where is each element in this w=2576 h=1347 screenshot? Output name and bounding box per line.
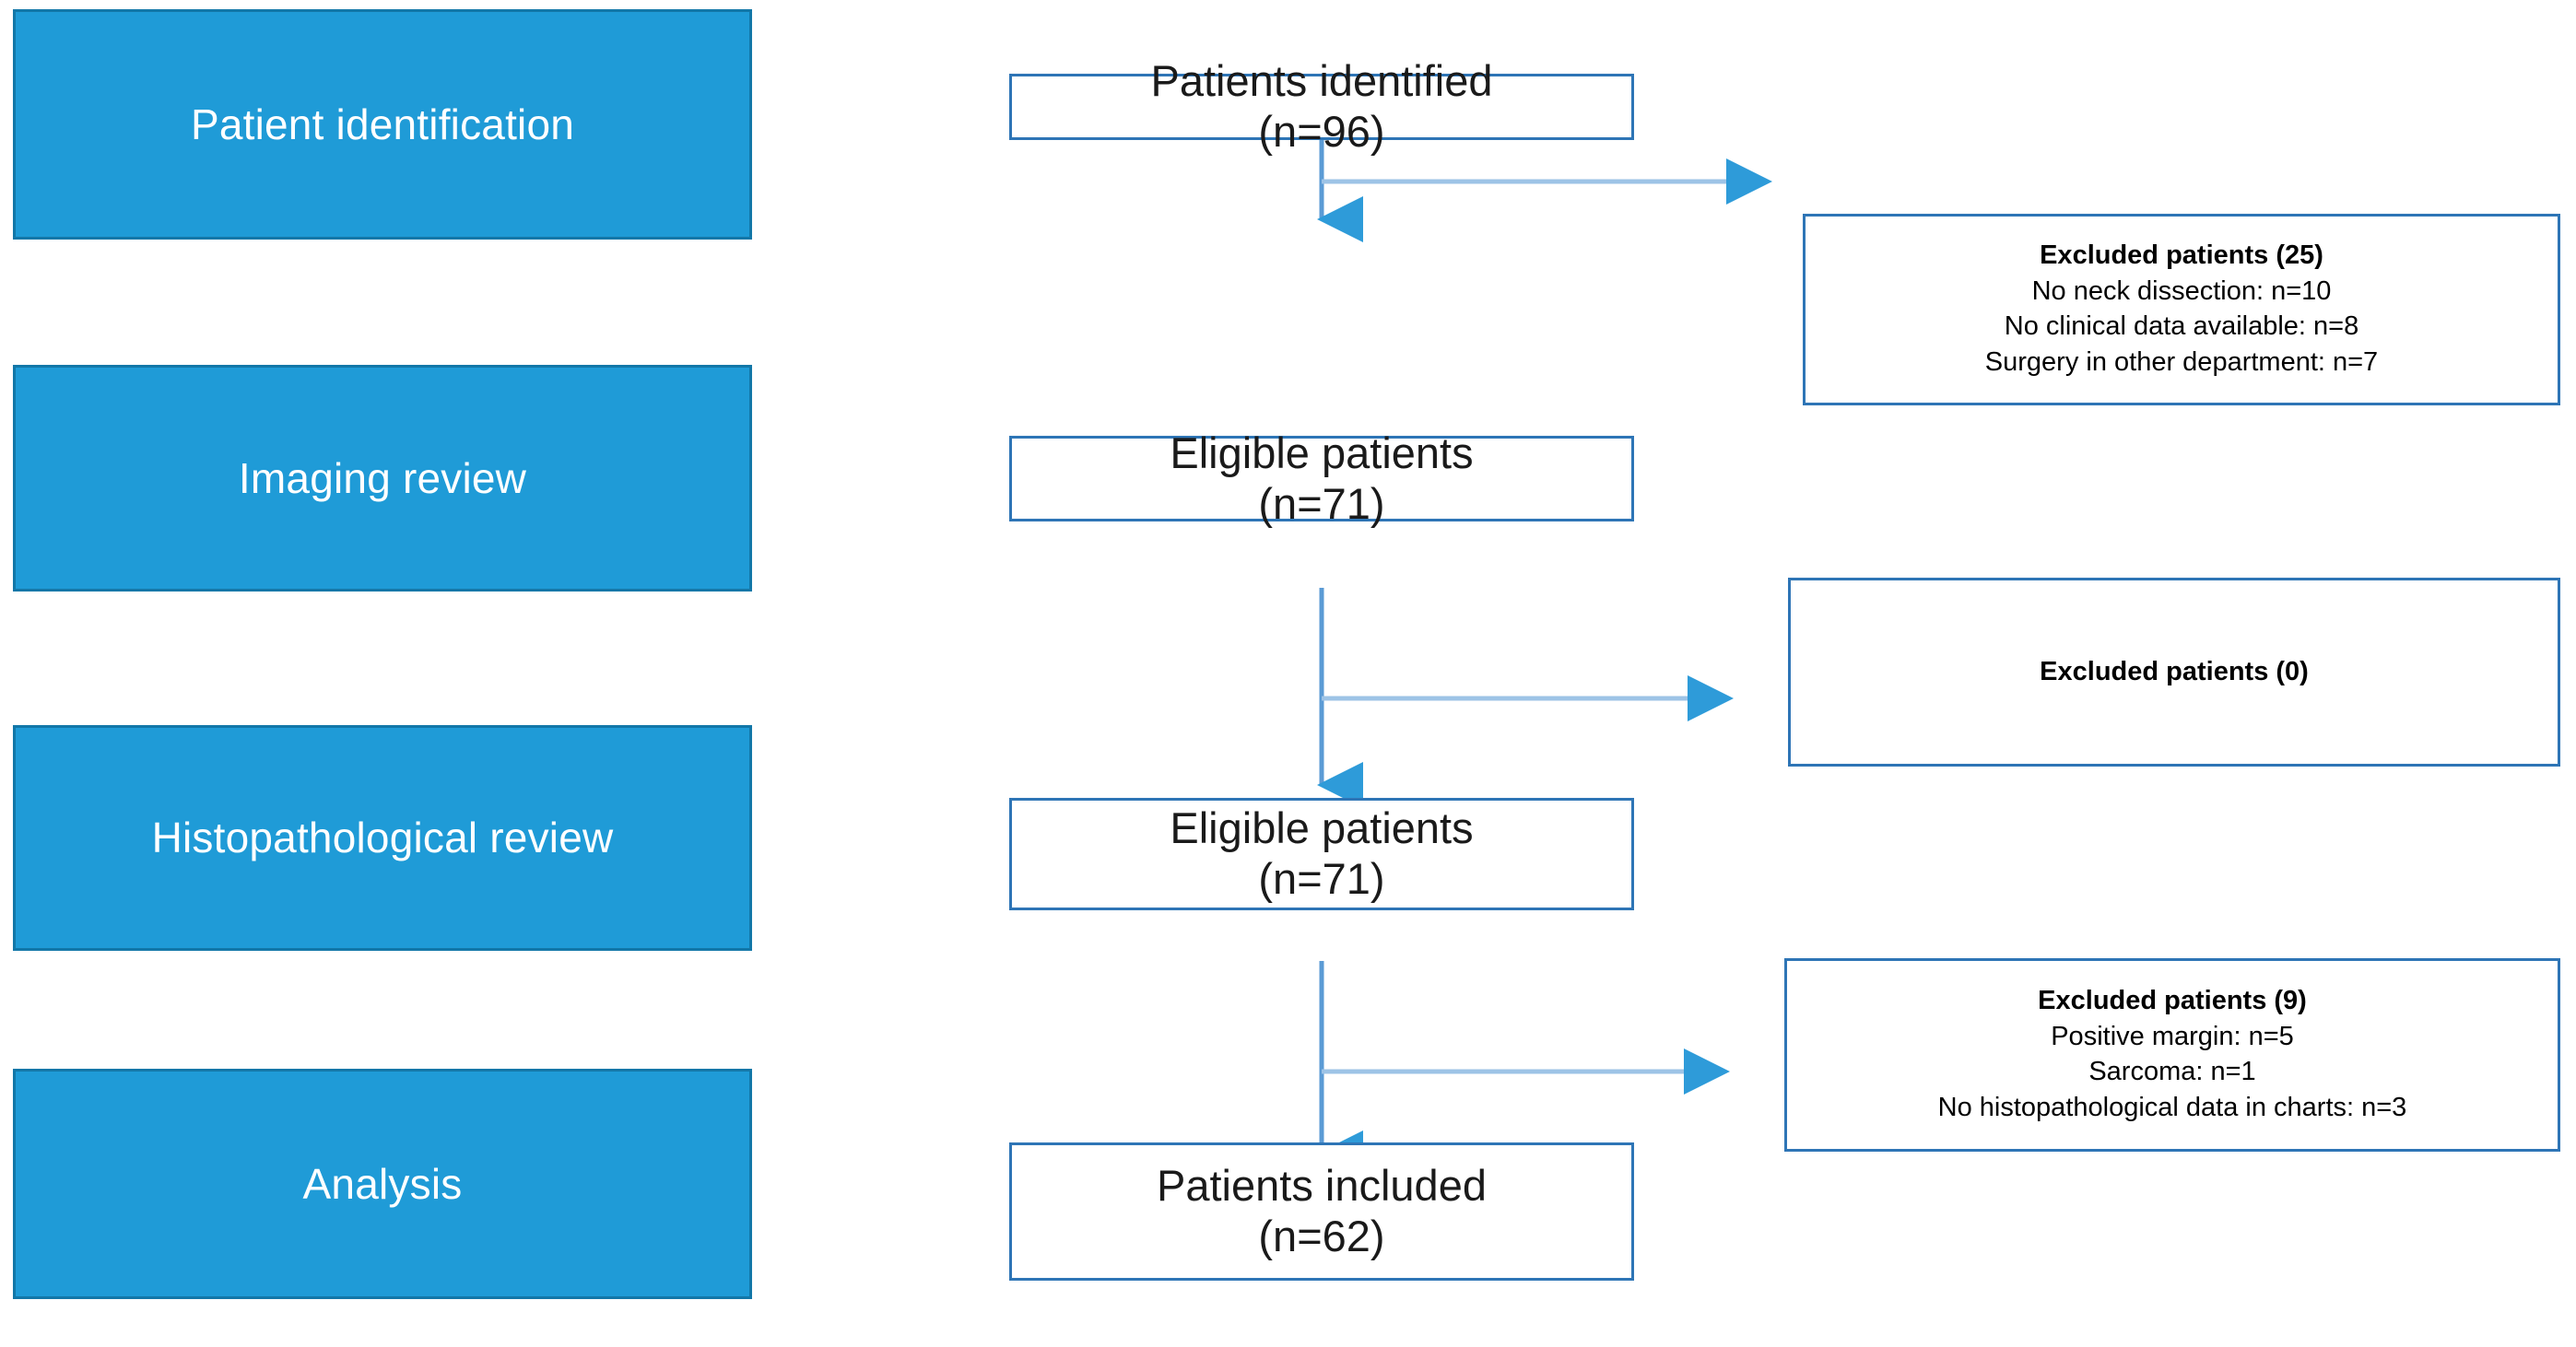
stage-box-analysis[interactable]: Analysis — [13, 1069, 752, 1299]
connector-stage-2 — [1317, 588, 1734, 808]
stage-label: Imaging review — [238, 453, 527, 502]
exclusion-box-3[interactable]: Excluded patients (9) Positive margin: n… — [1784, 958, 2560, 1152]
flow-box-patients-included[interactable]: Patients included (n=62) — [1009, 1142, 1634, 1281]
flow-box-count: (n=71) — [1258, 854, 1385, 903]
flow-box-eligible-patients-2[interactable]: Eligible patients (n=71) — [1009, 798, 1634, 910]
connector-stage-3 — [1317, 961, 1730, 1177]
flow-box-title: Patients included — [1157, 1161, 1487, 1211]
flow-box-eligible-patients-1[interactable]: Eligible patients (n=71) — [1009, 428, 1634, 528]
exclusion-reason: Surgery in other department: n=7 — [1984, 347, 2379, 378]
exclusion-title: Excluded patients (9) — [2038, 985, 2307, 1015]
stage-box-patient-identification[interactable]: Patient identification — [13, 9, 752, 240]
stage-label: Patient identification — [190, 100, 575, 148]
exclusion-box-1[interactable]: Excluded patients (25) No neck dissectio… — [1803, 214, 2560, 405]
exclusion-title: Excluded patients (0) — [2040, 656, 2309, 686]
exclusion-reason: No clinical data available: n=8 — [2004, 311, 2359, 342]
stage-label: Histopathological review — [151, 814, 614, 862]
exclusion-title: Excluded patients (25) — [2040, 240, 2323, 270]
exclusion-reason: Positive margin: n=5 — [2051, 1021, 2294, 1051]
flow-box-title: Patients identified — [1150, 56, 1493, 106]
exclusion-reason: No neck dissection: n=10 — [2031, 275, 2332, 306]
flow-box-count: (n=62) — [1258, 1212, 1385, 1260]
stage-box-histopathological-review[interactable]: Histopathological review — [13, 725, 752, 951]
flow-box-patients-identified[interactable]: Patients identified (n=96) — [1009, 56, 1634, 156]
flow-box-count: (n=96) — [1258, 107, 1385, 156]
flow-box-title: Eligible patients — [1170, 428, 1474, 477]
stage-box-imaging-review[interactable]: Imaging review — [13, 365, 752, 592]
exclusion-reason: Sarcoma: n=1 — [2088, 1057, 2256, 1087]
flow-box-count: (n=71) — [1258, 478, 1385, 528]
stage-label: Analysis — [302, 1159, 463, 1208]
flow-box-title: Eligible patients — [1170, 803, 1474, 853]
exclusion-reason: No histopathological data in charts: n=3 — [1937, 1093, 2407, 1123]
exclusion-box-2[interactable]: Excluded patients (0) — [1788, 578, 2560, 767]
connector-stage-1 — [1317, 140, 1772, 242]
